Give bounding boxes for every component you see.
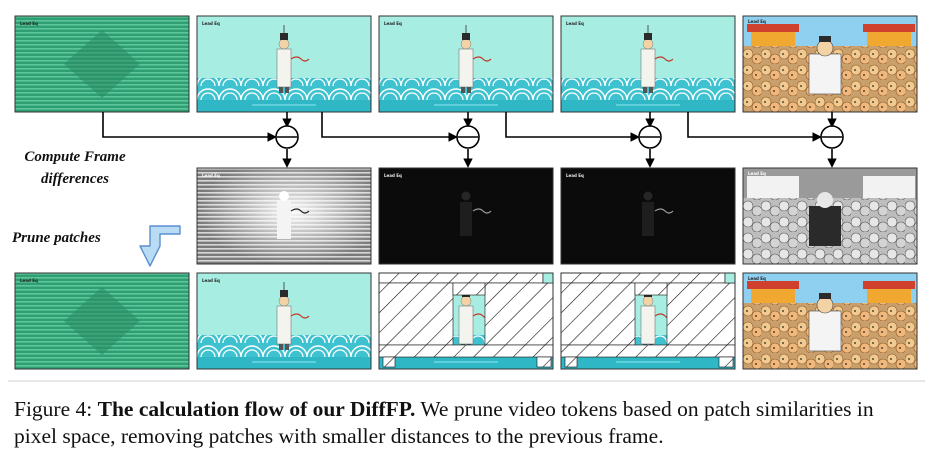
minus-operator-icon [456, 125, 480, 149]
minus-operator-icon [820, 125, 844, 149]
caption-body: We prune video tokens based on patch sim… [14, 397, 874, 448]
minus-operator-icon [638, 125, 662, 149]
frame-2-original [196, 15, 372, 113]
compute-frame-differences-label: Compute Frame differences [24, 149, 126, 187]
row-original-frames [14, 15, 918, 113]
figure-caption: Figure 4: The calculation flow of our Di… [14, 396, 919, 450]
frame-1-pruned [14, 272, 190, 370]
frame-4-pruned [560, 272, 736, 370]
frame-3-pruned [378, 272, 554, 370]
frame-5-difference [742, 167, 918, 265]
frame-2-difference [196, 167, 372, 265]
minus-operators [275, 125, 844, 149]
frame-3-original [378, 15, 554, 113]
difference-connectors [102, 112, 837, 168]
frame-5-pruned [742, 272, 918, 370]
prune-patches-label: Prune patches [12, 230, 101, 246]
prune-arrow-icon [139, 225, 181, 267]
frame-5-original [742, 15, 918, 113]
caption-prefix: Figure 4: [14, 397, 93, 421]
frame-4-difference [560, 167, 736, 265]
frame-1-original [14, 15, 190, 113]
frame-2-pruned [196, 272, 372, 370]
frame-3-difference [378, 167, 554, 265]
row-pruned-frames [14, 272, 918, 370]
minus-operator-icon [275, 125, 299, 149]
caption-title: The calculation flow of our DiffFP. [97, 397, 416, 421]
row-difference-frames [196, 167, 918, 265]
frame-4-original [560, 15, 736, 113]
